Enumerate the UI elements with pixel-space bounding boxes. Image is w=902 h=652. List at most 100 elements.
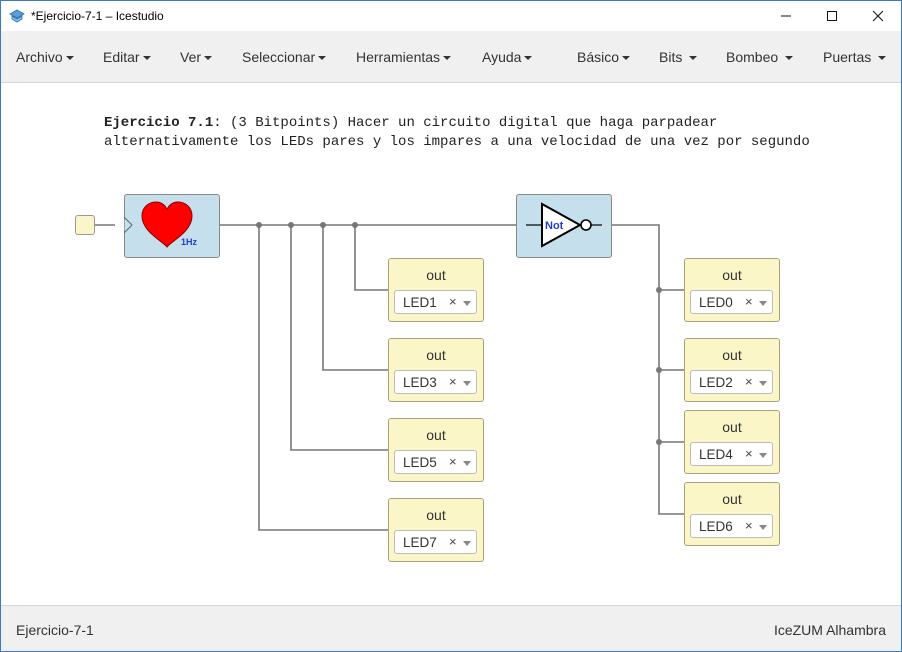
close-button[interactable] [855, 1, 901, 31]
not-gate-icon: Not [526, 202, 602, 248]
led-pin-value: LED2 [699, 375, 733, 390]
chevron-down-icon[interactable] [463, 461, 471, 466]
caret-down-icon [622, 56, 631, 61]
status-bar: Ejercicio-7-1 IceZUM Alhambra [1, 605, 901, 651]
output-block-led2[interactable]: out LED2 × [684, 338, 780, 402]
title-bar: *Ejercicio-7-1 – Icestudio [1, 1, 901, 31]
menu-puertas[interactable]: Puertas [823, 49, 887, 65]
input-port[interactable] [75, 215, 95, 235]
caret-down-icon [524, 56, 533, 61]
menu-ver[interactable]: Ver [180, 49, 213, 65]
caret-down-icon [65, 56, 74, 61]
led-pin-select[interactable]: LED7 × [394, 530, 477, 554]
menu-seleccionar-label: Seleccionar [242, 49, 316, 65]
led-pin-value: LED4 [699, 447, 733, 462]
led-pin-select[interactable]: LED5 × [394, 450, 477, 474]
led-pin-select[interactable]: LED4 × [690, 442, 773, 466]
heart-frequency-label: 1Hz [181, 237, 198, 247]
menu-ayuda[interactable]: Ayuda [482, 49, 533, 65]
minimize-button[interactable] [763, 1, 809, 31]
caret-down-icon [204, 56, 213, 61]
led-pin-value: LED3 [403, 375, 437, 390]
menu-editar-label: Editar [103, 49, 140, 65]
led-pin-select[interactable]: LED6 × [690, 514, 773, 538]
circuit-canvas[interactable]: Ejercicio 7.1: (3 Bitpoints) Hacer un ci… [1, 83, 901, 605]
not-gate-block[interactable]: Not [516, 194, 612, 258]
menu-bits[interactable]: Bits [659, 49, 698, 65]
clear-icon[interactable]: × [745, 446, 753, 461]
output-title: out [426, 507, 446, 523]
output-title: out [722, 491, 742, 507]
led-pin-value: LED0 [699, 295, 733, 310]
description-line-1: Ejercicio 7.1: (3 Bitpoints) Hacer un ci… [104, 114, 810, 133]
led-pin-select[interactable]: LED3 × [394, 370, 477, 394]
icestudio-logo-icon [9, 9, 25, 23]
caret-down-icon [142, 56, 151, 61]
chevron-down-icon[interactable] [759, 453, 767, 458]
clear-icon[interactable]: × [449, 294, 457, 309]
led-pin-select[interactable]: LED0 × [690, 290, 773, 314]
led-pin-value: LED5 [403, 455, 437, 470]
clear-icon[interactable]: × [449, 454, 457, 469]
clear-icon[interactable]: × [449, 534, 457, 549]
output-block-led7[interactable]: out LED7 × [388, 498, 484, 562]
menu-basico[interactable]: Básico [577, 49, 631, 65]
caret-down-icon [785, 56, 794, 61]
output-block-led4[interactable]: out LED4 × [684, 410, 780, 474]
output-title: out [722, 267, 742, 283]
menu-editar[interactable]: Editar [103, 49, 151, 65]
description-text-1: : (3 Bitpoints) Hacer un circuito digita… [213, 115, 718, 131]
menu-basico-label: Básico [577, 49, 620, 65]
menu-bombeo[interactable]: Bombeo [726, 49, 794, 65]
maximize-icon [827, 11, 837, 21]
chevron-down-icon[interactable] [759, 525, 767, 530]
clear-icon[interactable]: × [449, 374, 457, 389]
led-pin-select[interactable]: LED2 × [690, 370, 773, 394]
chevron-down-icon[interactable] [463, 381, 471, 386]
output-block-led5[interactable]: out LED5 × [388, 418, 484, 482]
clear-icon[interactable]: × [745, 518, 753, 533]
caret-down-icon [318, 56, 327, 61]
maximize-button[interactable] [809, 1, 855, 31]
output-block-led1[interactable]: out LED1 × [388, 258, 484, 322]
description-text-2: alternativamente los LEDs pares y los im… [104, 133, 810, 150]
chevron-down-icon[interactable] [759, 301, 767, 306]
menu-ayuda-label: Ayuda [482, 49, 522, 65]
led-pin-value: LED1 [403, 295, 437, 310]
chevron-down-icon[interactable] [463, 301, 471, 306]
wire-led1 [354, 225, 388, 291]
output-title: out [722, 419, 742, 435]
wire-junction [352, 222, 358, 228]
output-block-led6[interactable]: out LED6 × [684, 482, 780, 546]
output-title: out [426, 427, 446, 443]
chevron-down-icon[interactable] [759, 381, 767, 386]
board-selector[interactable]: IceZUM Alhambra [773, 622, 886, 638]
output-block-led0[interactable]: out LED0 × [684, 258, 780, 322]
clear-icon[interactable]: × [745, 294, 753, 309]
wire-junction [656, 367, 662, 373]
wire-led5 [290, 225, 388, 451]
menu-bits-label: Bits [659, 49, 683, 65]
wires [95, 222, 684, 531]
project-name: Ejercicio-7-1 [16, 622, 94, 638]
menu-seleccionar[interactable]: Seleccionar [242, 49, 327, 65]
output-title: out [426, 267, 446, 283]
exercise-description: Ejercicio 7.1: (3 Bitpoints) Hacer un ci… [104, 114, 810, 151]
caret-down-icon [443, 56, 452, 61]
clear-icon[interactable]: × [745, 374, 753, 389]
wire-led7 [258, 225, 388, 531]
not-gate-label: Not [545, 220, 564, 232]
menu-bombeo-label: Bombeo [726, 49, 779, 65]
wire-led3 [322, 225, 388, 371]
menu-herramientas-label: Herramientas [356, 49, 441, 65]
chevron-down-icon[interactable] [463, 541, 471, 546]
led-pin-value: LED7 [403, 535, 437, 550]
heartbeat-block[interactable]: 1Hz [124, 194, 220, 258]
output-block-led3[interactable]: out LED3 × [388, 338, 484, 402]
menu-herramientas[interactable]: Herramientas [356, 49, 452, 65]
led-pin-value: LED6 [699, 519, 733, 534]
heart-icon: 1Hz [124, 201, 198, 248]
led-pin-select[interactable]: LED1 × [394, 290, 477, 314]
menu-archivo[interactable]: Archivo [16, 49, 74, 65]
